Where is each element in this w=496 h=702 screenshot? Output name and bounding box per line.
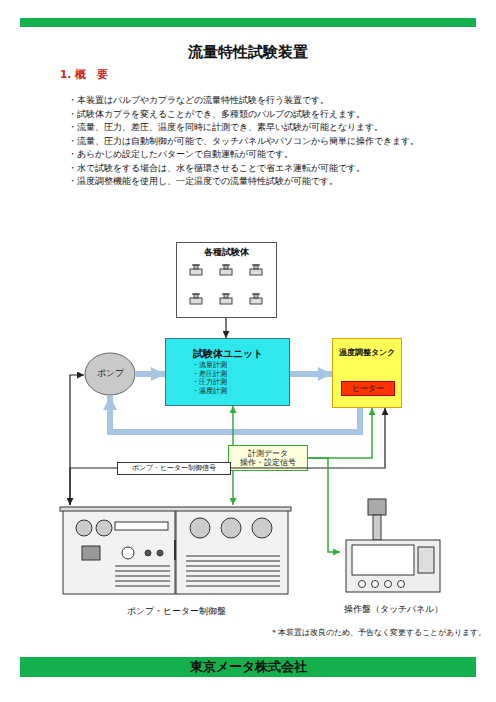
company-name: 東京メータ株式会社 <box>20 659 476 676</box>
screen <box>352 545 414 575</box>
connector-arrow <box>232 406 234 445</box>
button <box>359 581 366 588</box>
signal-tower <box>368 499 386 515</box>
side-panel <box>418 547 434 573</box>
fan <box>252 518 272 538</box>
fan <box>96 520 112 536</box>
fan <box>221 518 241 538</box>
panel-body <box>346 540 440 592</box>
section-heading: 1. 概 要 <box>60 68 108 82</box>
bottom-bar <box>20 657 476 677</box>
button <box>385 581 392 588</box>
signal-box: 計測データ操作・設定信号 <box>228 445 308 471</box>
switch <box>157 550 163 556</box>
bullet-text: ・水で試験をする場合は、水を循環させることで省エネ運転が可能です。 <box>68 163 365 175</box>
cabinet-top <box>60 507 291 511</box>
node-text: ・差圧計測 <box>192 370 227 379</box>
connector-arrow <box>136 371 165 377</box>
heater-box: ヒーター <box>341 381 395 396</box>
touch-panel-unit: 操作盤（タッチパネル） <box>340 497 446 615</box>
button <box>372 581 379 588</box>
connector-arrow <box>308 458 340 552</box>
bullet-text: ・温度調整機能を使用し、一定温度での流量特性試験が可能です。 <box>68 176 338 188</box>
connector-arrow <box>232 471 234 505</box>
pump-circle: ポンプ <box>84 352 136 396</box>
footnote: ＊本装置は改良のため、予告なく変更することがあります。 <box>270 628 486 638</box>
control-panel: ポンプ・ヒーター制御盤 <box>60 505 292 617</box>
cabinet-right <box>176 510 288 594</box>
node-title: 各種試験体 <box>204 247 249 258</box>
door-handle <box>174 540 176 560</box>
dial <box>122 547 134 559</box>
node-title: 計測データ <box>248 449 288 458</box>
control-signal-box: ポンプ・ヒーター制御信号 <box>117 462 231 475</box>
cabinet-left <box>63 510 175 594</box>
bullet-text: ・試験体カプラを変えることができ、多種類のバルブの試験を行えます。 <box>68 109 365 121</box>
button <box>398 581 405 588</box>
node-title: ヒーター <box>352 384 384 394</box>
name-plate <box>115 522 168 530</box>
control-cabinet <box>60 507 291 594</box>
vent <box>186 556 280 586</box>
connector-arrow <box>70 408 385 505</box>
node-text: ・温度計測 <box>192 387 227 396</box>
node-text: 操作・設定信号 <box>240 458 296 467</box>
node-title: ポンプ・ヒーター制御信号 <box>132 464 216 473</box>
vent <box>115 566 170 586</box>
bullet-text: ・あらかじめ設定したパターンで自動運転が可能です。 <box>68 149 293 161</box>
unit-box: 試験体ユニット・流量計測・差圧計測・圧力計測・温度計測 <box>165 338 290 406</box>
fan <box>190 518 210 538</box>
node-text: ・圧力計測 <box>192 378 227 387</box>
node-title: 試験体ユニット <box>193 348 263 361</box>
touch-panel <box>346 499 440 592</box>
connector-arrow <box>308 408 372 458</box>
node-title: 操作盤（タッチパネル） <box>344 604 443 615</box>
pole <box>373 515 381 540</box>
connector-arrow <box>70 375 84 505</box>
connector-arrow <box>290 371 332 377</box>
node-title: ポンプ <box>97 368 124 379</box>
node-title: ポンプ・ヒーター制御盤 <box>127 606 226 617</box>
bullet-text: ・流量、圧力、差圧、温度を同時に計測でき、素早い試験が可能となります。 <box>68 122 383 134</box>
pump-ellipse <box>85 353 135 395</box>
page-title: 流量特性試験装置 <box>20 43 476 62</box>
fan <box>76 520 92 536</box>
monitor <box>82 546 100 560</box>
top-bar <box>20 18 476 27</box>
bullet-text: ・本装置はバルブやカプラなどの流量特性試験を行う装置です。 <box>68 95 329 107</box>
tank-box: 温度調整タンクヒーター <box>332 338 402 408</box>
switch <box>145 550 151 556</box>
node-title: 温度調整タンク <box>339 348 395 358</box>
node-text: ・流量計測 <box>192 361 227 370</box>
specimen-box: 各種試験体 <box>176 242 277 318</box>
bullet-text: ・流量、圧力は自動制御が可能で、タッチパネルやパソコンから簡単に操作できます。 <box>68 136 419 148</box>
connector-arrow <box>225 318 226 338</box>
